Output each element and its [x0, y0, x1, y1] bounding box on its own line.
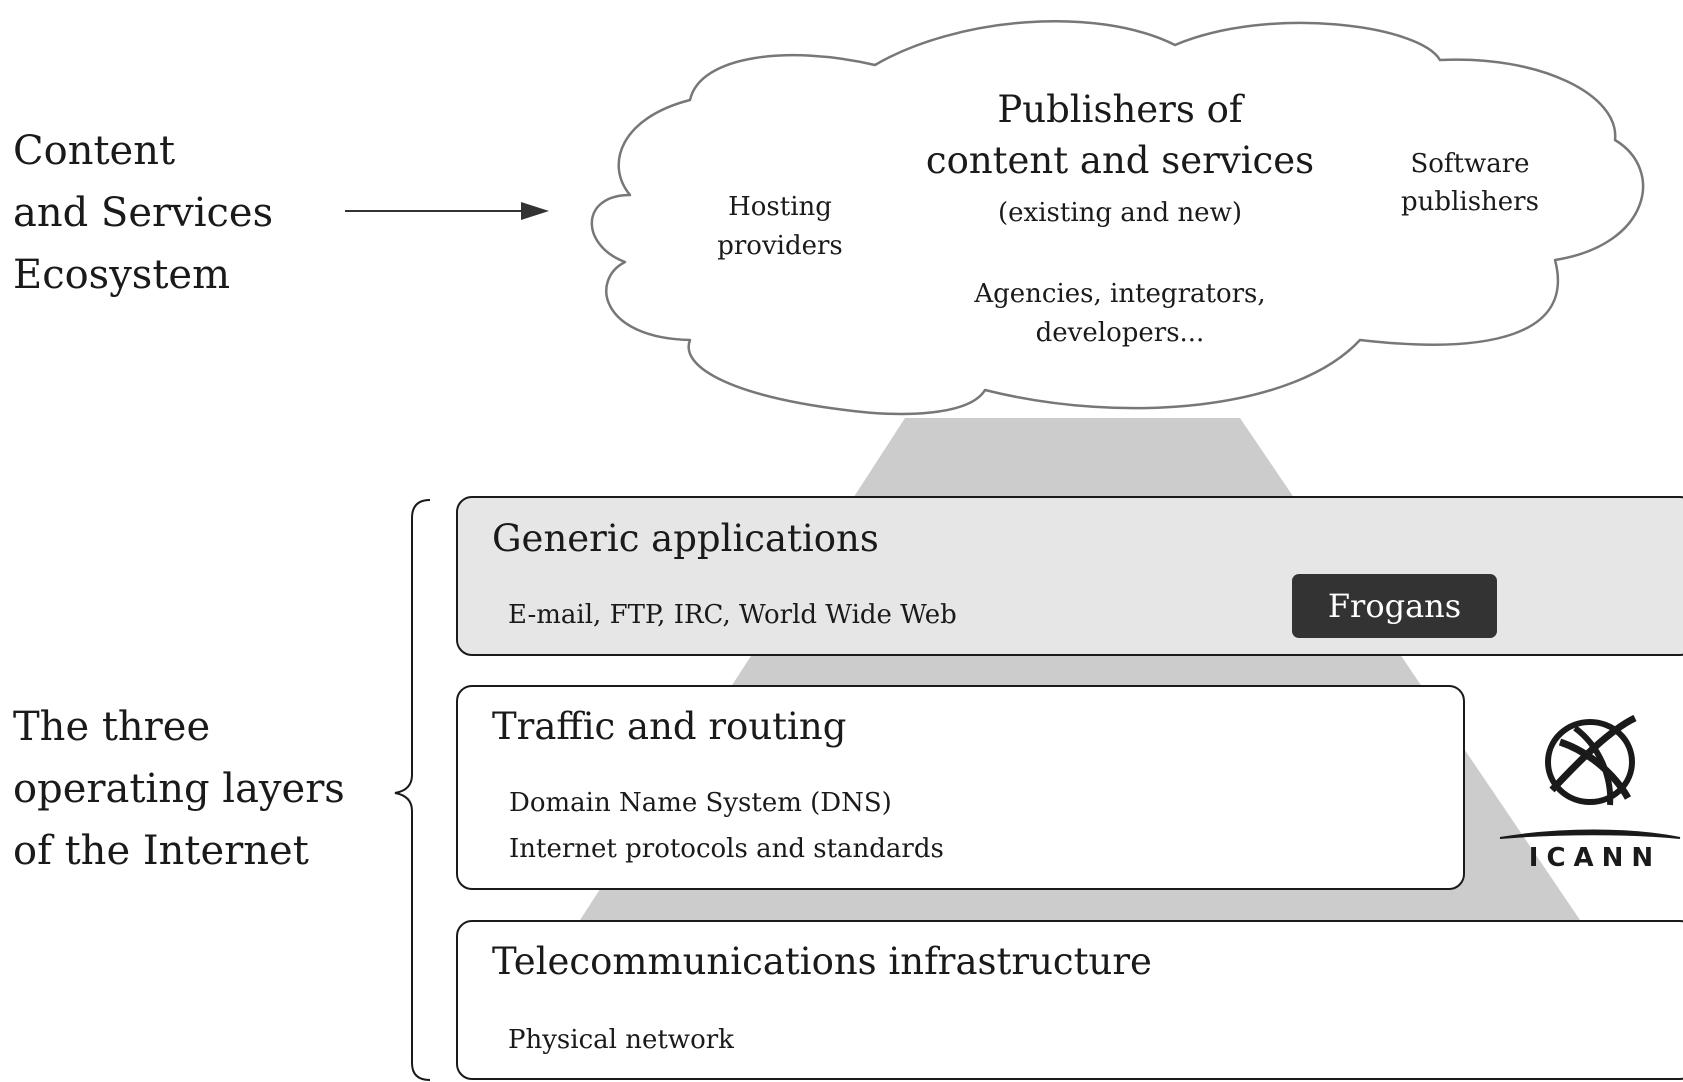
agencies-line: developers... [1035, 318, 1205, 348]
layer-item: Domain Name System (DNS) [509, 788, 892, 818]
cloud-title-line: content and services [925, 139, 1315, 182]
agencies-line: Agencies, integrators, [974, 279, 1266, 309]
layers-label-line: of the Internet [13, 828, 309, 874]
software-publishers-line: Software [1410, 149, 1530, 179]
hosting-providers-line: providers [717, 231, 843, 261]
layer-item: Physical network [508, 1025, 734, 1055]
layer-telecommunications-infrastructure [456, 920, 1683, 1080]
icann-globe-icon [1545, 714, 1637, 806]
layer-title: Telecommunications infrastructure [492, 940, 1152, 983]
hosting-providers-line: Hosting [728, 192, 832, 222]
software-publishers-line: publishers [1401, 187, 1539, 217]
layers-brace [394, 499, 431, 1081]
ecosystem-label-line: Content [13, 128, 176, 174]
layer-title: Generic applications [492, 517, 879, 560]
software-publishers-label: Software publishers [1370, 145, 1570, 221]
icann-swoosh [1499, 829, 1681, 839]
cloud-title: Publishers of content and services [870, 84, 1370, 186]
layer-traffic-and-routing [456, 685, 1465, 890]
ecosystem-arrow [345, 202, 549, 220]
layers-label: The three operating layers of the Intern… [13, 696, 373, 882]
cloud-title-line: Publishers of [997, 88, 1243, 131]
layer-item: E-mail, FTP, IRC, World Wide Web [508, 600, 957, 630]
icann-logo-text: ICANN [1528, 843, 1662, 873]
ecosystem-label-line: and Services [13, 190, 274, 236]
hosting-providers-label: Hosting providers [680, 188, 880, 266]
cloud-subtitle: (existing and new) [998, 198, 1242, 228]
layers-label-line: The three [13, 704, 211, 750]
ecosystem-cloud [590, 20, 1645, 416]
layers-label-line: operating layers [13, 766, 345, 812]
frogans-badge: Frogans [1292, 574, 1497, 638]
ecosystem-label: Content and Services Ecosystem [13, 120, 333, 306]
layer-item: Internet protocols and standards [509, 834, 944, 864]
ecosystem-label-line: Ecosystem [13, 252, 231, 298]
agencies-label: Agencies, integrators, developers... [950, 275, 1290, 353]
layer-title: Traffic and routing [492, 705, 847, 748]
